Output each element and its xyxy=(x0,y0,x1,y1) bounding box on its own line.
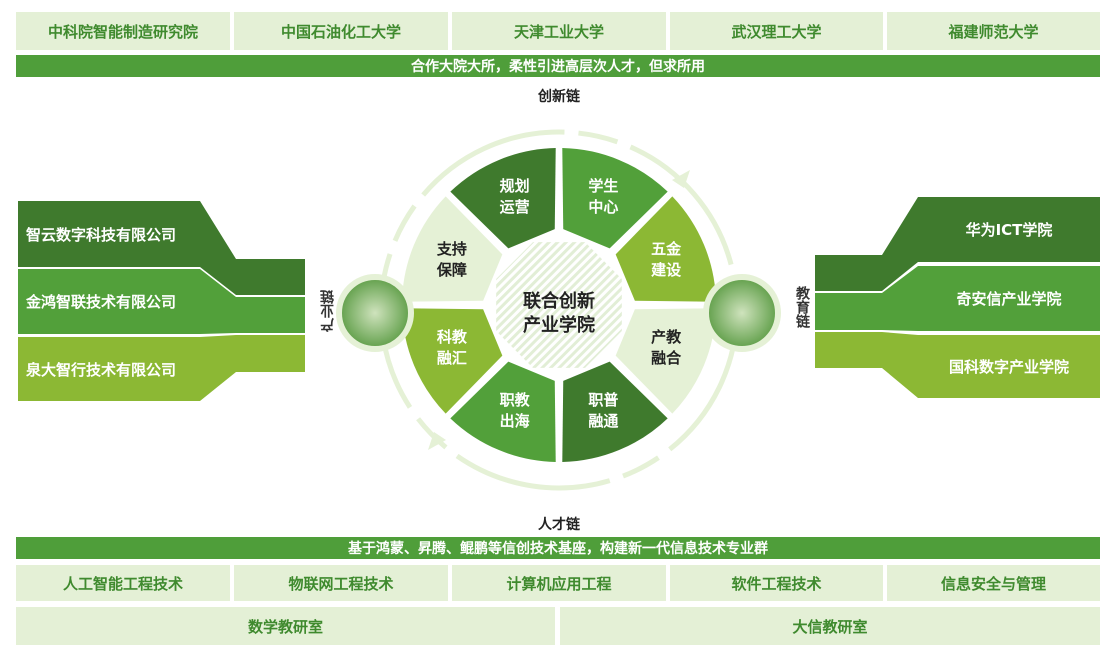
major-box: 软件工程技术 xyxy=(670,565,883,601)
center-line-1: 联合创新 xyxy=(523,291,595,312)
wheel-segment xyxy=(402,196,503,302)
segment-label: 职教出海 xyxy=(485,390,545,432)
major-box: 计算机应用工程 xyxy=(452,565,666,601)
innovation-chain-label: 创新链 xyxy=(538,89,580,105)
segment-label-line: 科教 xyxy=(436,328,467,347)
college-box: 国科数字产业学院 xyxy=(918,335,1100,398)
segment-label: 规划运营 xyxy=(485,176,545,218)
education-chain-label: 教育链 xyxy=(794,286,810,328)
segment-label: 五金建设 xyxy=(636,239,696,281)
segment-label-line: 融汇 xyxy=(436,349,467,368)
segment-label-line: 运营 xyxy=(499,197,530,216)
center-octagon xyxy=(496,242,622,368)
wheel-segment xyxy=(402,308,503,414)
segment-label-line: 建设 xyxy=(651,260,682,279)
segment-label-line: 规划 xyxy=(499,176,530,195)
segment-label-line: 学生 xyxy=(588,176,619,195)
center-line-2: 产业学院 xyxy=(523,315,595,336)
right-globe-icon xyxy=(703,274,781,352)
segment-label: 支持保障 xyxy=(422,239,482,281)
university-box: 中科院智能制造研究院 xyxy=(16,12,230,50)
segment-label: 产教融合 xyxy=(636,327,696,369)
bottom-banner: 基于鸿蒙、昇腾、鲲鹏等信创技术基座，构建新一代信息技术专业群 xyxy=(16,537,1100,559)
segment-label: 科教融汇 xyxy=(422,327,482,369)
segment-label-line: 融合 xyxy=(651,349,682,368)
wheel-segment xyxy=(615,308,716,414)
university-box: 福建师范大学 xyxy=(887,12,1100,50)
wheel-segment xyxy=(615,196,716,302)
talent-chain-label: 人才链 xyxy=(538,517,580,533)
arrow-icon xyxy=(428,432,446,450)
segment-label-line: 融通 xyxy=(588,412,619,431)
arrow-icon xyxy=(672,170,690,188)
segment-label: 职普融通 xyxy=(573,390,633,432)
segment-label-line: 职普 xyxy=(588,391,619,410)
office-box: 数学教研室 xyxy=(16,607,555,645)
major-box: 物联网工程技术 xyxy=(234,565,448,601)
company-box: 金鸿智联技术有限公司 xyxy=(18,269,200,334)
university-box: 天津工业大学 xyxy=(452,12,666,50)
university-box: 武汉理工大学 xyxy=(670,12,883,50)
major-box: 人工智能工程技术 xyxy=(16,565,230,601)
office-box: 大信教研室 xyxy=(560,607,1100,645)
company-box: 泉大智行技术有限公司 xyxy=(18,337,200,401)
wheel-segment xyxy=(562,361,668,462)
segment-label-line: 出海 xyxy=(499,412,530,431)
major-box: 信息安全与管理 xyxy=(887,565,1100,601)
company-box: 智云数字科技有限公司 xyxy=(18,201,200,267)
top-banner: 合作大院大所，柔性引进高层次人才，但求所用 xyxy=(16,55,1100,77)
left-globe-icon xyxy=(336,274,414,352)
segment-label-line: 保障 xyxy=(436,260,467,279)
college-box: 华为ICT学院 xyxy=(918,197,1100,262)
wheel-segment xyxy=(562,148,668,249)
segment-label-line: 五金 xyxy=(651,239,682,258)
wheel-segment xyxy=(450,148,556,249)
university-box: 中国石油化工大学 xyxy=(234,12,448,50)
segment-label-line: 产教 xyxy=(651,328,682,347)
segment-label-line: 支持 xyxy=(436,239,467,258)
segment-label: 学生中心 xyxy=(573,176,633,218)
wheel-segment xyxy=(450,361,556,462)
segment-label-line: 中心 xyxy=(588,197,619,216)
segment-label-line: 职教 xyxy=(499,391,530,410)
college-box: 奇安信产业学院 xyxy=(918,266,1100,331)
center-title: 联合创新 产业学院 xyxy=(499,290,619,338)
